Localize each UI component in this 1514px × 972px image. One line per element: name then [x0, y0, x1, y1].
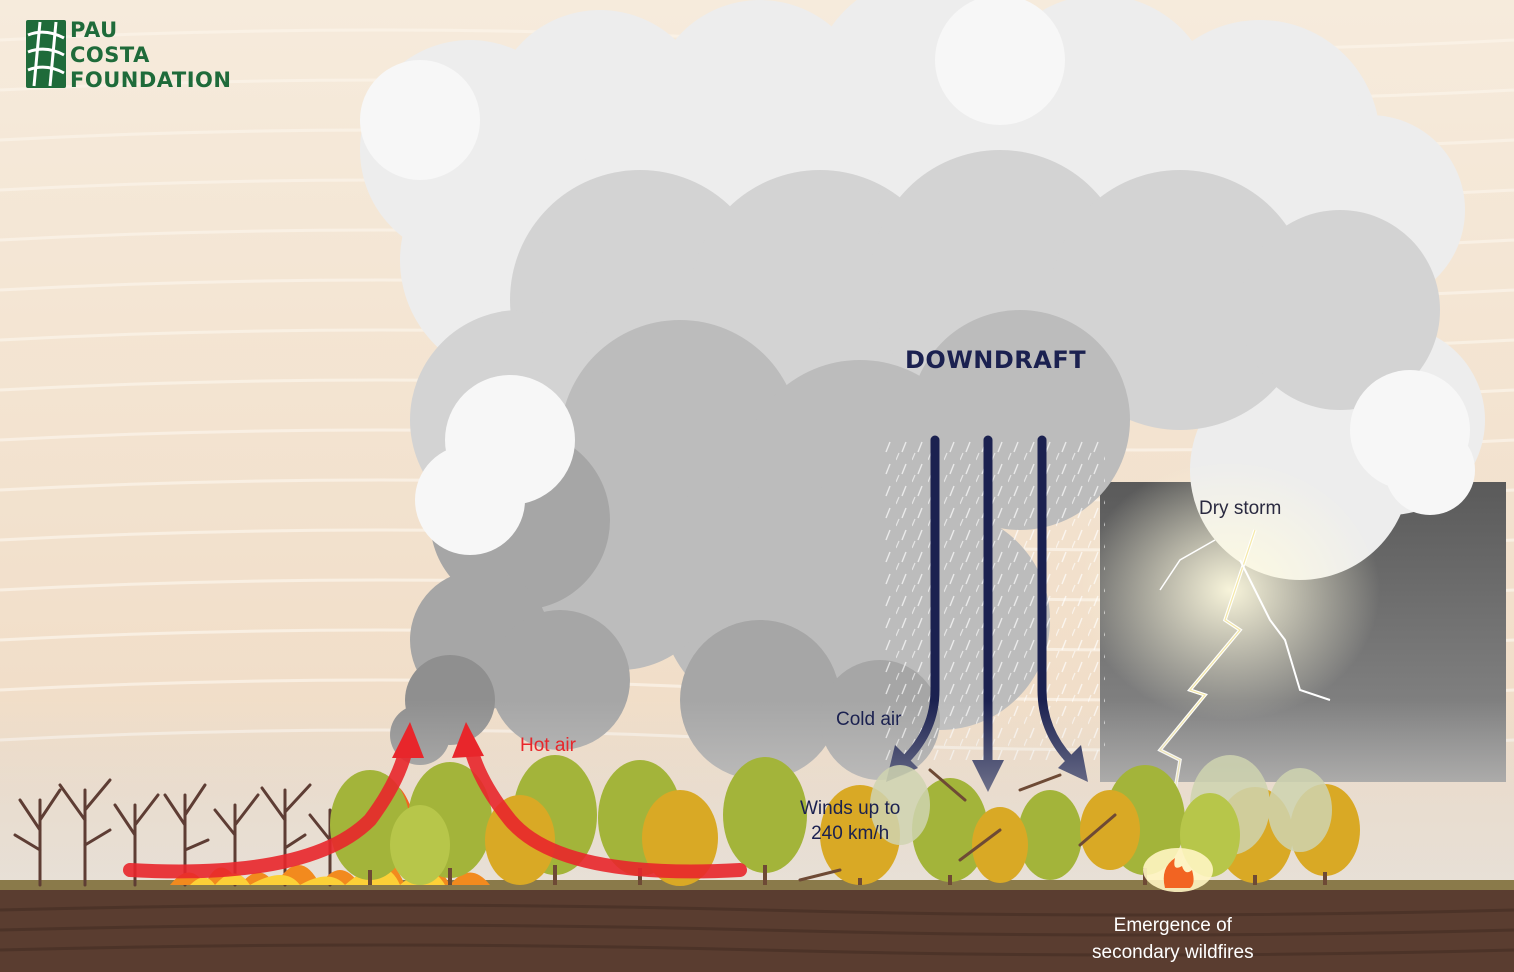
secondary-label-line-2: secondary wildfires — [1092, 942, 1254, 963]
downdraft-label: DOWNDRAFT — [905, 346, 1087, 374]
secondary-fire-flame — [1163, 858, 1194, 888]
logo-mark-pattern — [27, 21, 65, 87]
hot-air-arrows — [123, 738, 747, 879]
storm-glow — [1080, 460, 1380, 720]
winds-label: Winds up to 240 km/h — [800, 796, 900, 846]
tree-row — [330, 755, 1360, 886]
winds-label-line-1: Winds up to — [800, 798, 901, 819]
logo-line-2: COSTA — [70, 43, 150, 67]
hot-air-label: Hot air — [520, 735, 576, 756]
foundation-logo-text: PAU COSTA FOUNDATION — [70, 18, 231, 93]
hot-air-arrowheads — [392, 722, 484, 758]
secondary-label-line-1: Emergence of — [1113, 915, 1232, 936]
hot-air-arrow-right — [463, 738, 747, 879]
smoke-cloud — [360, 0, 1485, 780]
secondary-wildfires-label: Emergence of secondary wildfires — [1092, 912, 1254, 966]
logo-line-3: FOUNDATION — [70, 68, 232, 92]
hot-air-arrow-left — [123, 738, 414, 879]
dry-storm-label: Dry storm — [1199, 498, 1282, 519]
logo-line-1: PAU — [70, 18, 118, 42]
cold-air-label: Cold air — [836, 709, 902, 730]
winds-label-line-2: 240 km/h — [811, 823, 890, 844]
ground-texture — [0, 903, 1514, 957]
